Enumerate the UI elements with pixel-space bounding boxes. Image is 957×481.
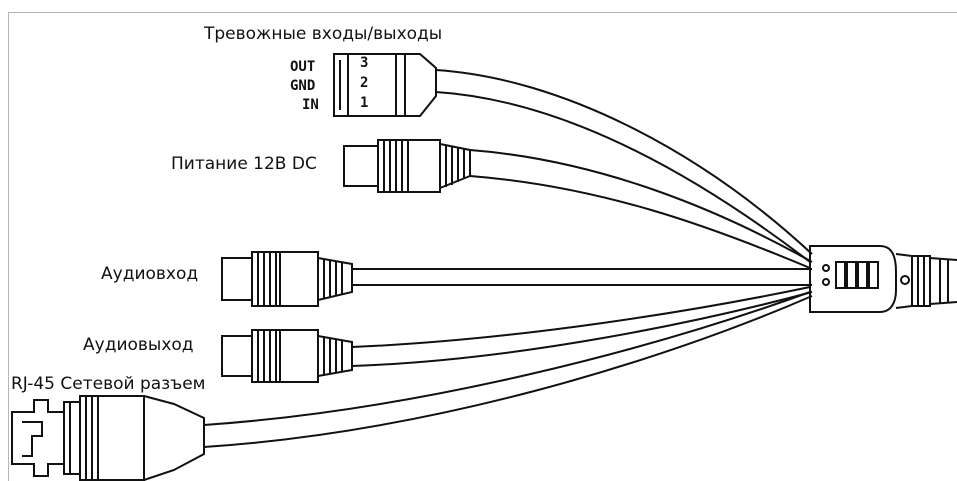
cable-audio-out — [351, 286, 811, 348]
rj45-label: RJ-45 Сетевой разъем — [11, 374, 206, 394]
audio-in-label: Аудиовход — [101, 264, 199, 284]
alarm-terminal-block — [333, 53, 437, 117]
frame-top-border — [8, 12, 957, 13]
pin-name-in: IN — [302, 97, 319, 113]
pin-number-1: 1 — [360, 95, 369, 111]
pin-name-out: OUT — [290, 59, 316, 75]
alarm-io-label: Тревожные входы/выходы — [204, 24, 443, 44]
pin-name-gnd: GND — [290, 78, 316, 94]
audio-out-label: Аудиовыход — [83, 335, 194, 355]
main-connector — [809, 245, 957, 313]
rj45-connector — [11, 395, 205, 481]
cable-rj45 — [203, 291, 811, 426]
power-jack — [343, 139, 471, 193]
frame-left-border — [8, 12, 9, 481]
cables — [203, 69, 813, 448]
pin-number-2: 2 — [360, 75, 369, 91]
cable-alarm — [435, 69, 813, 255]
pin-number-3: 3 — [360, 55, 369, 71]
audio-in-jack — [221, 251, 353, 307]
audio-out-jack — [221, 329, 353, 383]
power-label: Питание 12В DC — [171, 154, 317, 174]
cable-power — [469, 149, 813, 263]
